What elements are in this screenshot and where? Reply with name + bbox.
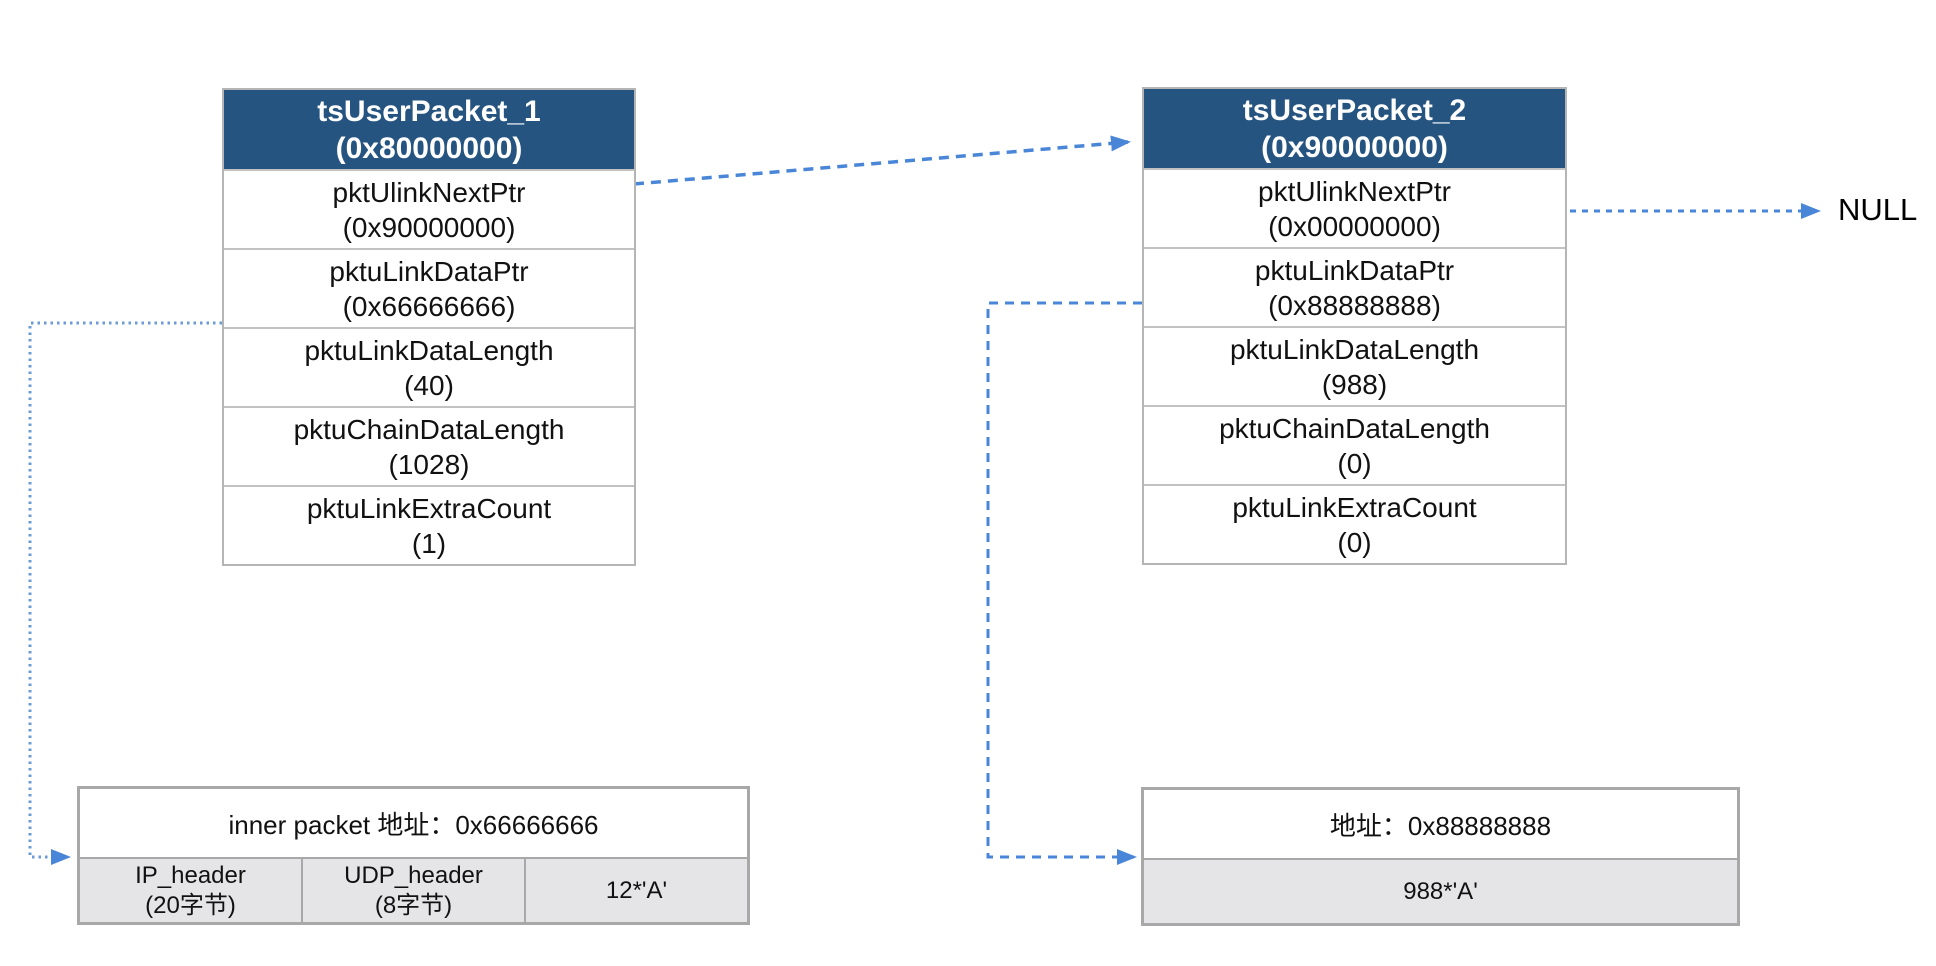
data-ptr-arrow-packet1-to-buffer	[28, 321, 222, 865]
field-name: pktuLinkDataLength	[304, 334, 554, 366]
field-value: (0)	[1337, 447, 1372, 479]
field-value: (1028)	[388, 448, 470, 480]
null-label: NULL	[1838, 192, 1918, 227]
field-value: (0x90000000)	[342, 211, 516, 243]
buffer2-cells: 988*'A'	[1144, 858, 1737, 923]
packet2-field-chain-length: pktuChainDataLength (0)	[1144, 405, 1565, 484]
field-value: (1)	[411, 527, 447, 559]
packet2-field-data-length: pktuLinkDataLength (988)	[1144, 326, 1565, 405]
packet2-field-extra-count: pktuLinkExtraCount (0)	[1144, 484, 1565, 563]
packet1-field-next-ptr: pktUlinkNextPtr (0x90000000)	[224, 169, 634, 248]
packet1-field-data-ptr: pktuLinkDataPtr (0x66666666)	[224, 248, 634, 327]
field-value: (0x00000000)	[1268, 210, 1441, 242]
buffer1-address-header: inner packet 地址：0x66666666	[80, 789, 747, 857]
field-name: pktuLinkExtraCount	[306, 492, 552, 524]
next-ptr-arrow-packet1-to-packet2	[633, 135, 1131, 186]
packet-table-2: tsUserPacket_2 (0x90000000) pktUlinkNext…	[1142, 87, 1567, 565]
cell-line1: 988*'A'	[1403, 877, 1478, 905]
field-name: pktuChainDataLength	[1219, 412, 1490, 444]
packet2-header: tsUserPacket_2 (0x90000000)	[1144, 89, 1565, 168]
packet2-field-data-ptr: pktuLinkDataPtr (0x88888888)	[1144, 247, 1565, 326]
packet2-field-next-ptr: pktUlinkNextPtr (0x00000000)	[1144, 168, 1565, 247]
field-name: pktuLinkExtraCount	[1232, 491, 1477, 523]
field-value: (0x88888888)	[1268, 289, 1441, 321]
field-value: (988)	[1321, 368, 1388, 400]
packet2-address: (0x90000000)	[1261, 130, 1448, 164]
cell-line1: IP_header	[135, 861, 246, 889]
field-name: pktuLinkDataPtr	[1254, 254, 1455, 286]
cell-line2: (20字节)	[145, 891, 236, 919]
buffer-table-inner-packet: inner packet 地址：0x66666666 IP_header (20…	[77, 786, 750, 925]
field-value: (0)	[1337, 526, 1372, 558]
packet1-field-extra-count: pktuLinkExtraCount (1)	[224, 485, 634, 564]
cell-line1: 12*'A'	[605, 876, 668, 904]
field-name: pktuChainDataLength	[293, 413, 565, 445]
cell-line1: UDP_header	[344, 861, 483, 889]
packet1-address: (0x80000000)	[335, 131, 523, 165]
buffer-table-packet2-data: 地址：0x88888888 988*'A'	[1141, 787, 1740, 926]
buffer1-cell-payload: 12*'A'	[524, 859, 747, 922]
packet1-header: tsUserPacket_1 (0x80000000)	[224, 90, 634, 169]
packet1-field-chain-length: pktuChainDataLength (1028)	[224, 406, 634, 485]
buffer2-address-header: 地址：0x88888888	[1144, 790, 1737, 858]
field-name: pktuLinkDataPtr	[329, 255, 529, 287]
field-value: (0x66666666)	[342, 290, 516, 322]
packet1-field-data-length: pktuLinkDataLength (40)	[224, 327, 634, 406]
packet1-title: tsUserPacket_1	[317, 94, 541, 128]
packet-table-1: tsUserPacket_1 (0x80000000) pktUlinkNext…	[222, 88, 636, 566]
cell-line2: (8字节)	[374, 891, 453, 919]
packet2-title: tsUserPacket_2	[1242, 93, 1467, 127]
data-ptr-arrow-packet2-to-buffer	[986, 301, 1142, 865]
field-name: pktUlinkNextPtr	[332, 176, 526, 208]
field-name: pktuLinkDataLength	[1229, 333, 1480, 365]
buffer2-cell-payload: 988*'A'	[1144, 860, 1737, 923]
field-value: (40)	[404, 369, 454, 401]
buffer1-cell-ip-header: IP_header (20字节)	[80, 859, 301, 922]
buffer1-cell-udp-header: UDP_header (8字节)	[301, 859, 524, 922]
buffer1-cells: IP_header (20字节) UDP_header (8字节) 12*'A'	[80, 857, 747, 922]
field-name: pktUlinkNextPtr	[1258, 175, 1451, 207]
